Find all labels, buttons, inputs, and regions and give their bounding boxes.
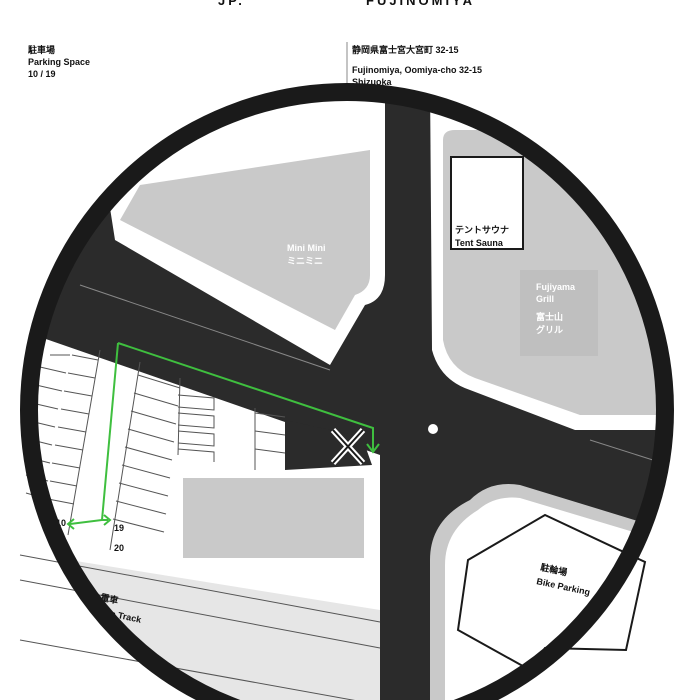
grill-jp-label-1: 富士山 — [536, 311, 563, 322]
prefecture: Shizuoka — [352, 77, 392, 87]
grill-jp-label-2: グリル — [536, 324, 563, 335]
country-code: JP. — [218, 0, 245, 8]
route-arrow-end — [366, 443, 380, 454]
category-jp: 駐車場 — [28, 45, 56, 55]
road-lane-line-right — [589, 439, 665, 476]
bike-parking-building — [456, 513, 647, 672]
map-content: テントサウナ Tent Sauna Fujiyama Grill 富士山 グリル… — [19, 156, 647, 700]
grill-en-label-2: Grill — [536, 294, 554, 304]
category-en: Parking Space — [28, 57, 91, 67]
route-arrow-left — [66, 518, 75, 530]
route-path — [69, 342, 374, 525]
intersection-marker — [428, 424, 438, 434]
address-en: Fujinomiya, Oomiya-cho 32-15 — [352, 65, 483, 75]
map-circle-outline — [20, 83, 674, 700]
tent-sauna-en-label: Tent Sauna — [455, 238, 504, 248]
slot-10-label: 10 — [56, 518, 66, 528]
page-number: 10 / 19 — [28, 69, 56, 79]
block-mini-mini — [120, 150, 370, 330]
route-arrow-right — [103, 514, 112, 526]
category-block: 駐車場 Parking Space 10 / 19 — [28, 44, 90, 80]
lot-building — [183, 478, 364, 558]
slot-20-label: 20 — [114, 543, 124, 553]
road-lane-line — [79, 284, 331, 371]
tent-sauna-jp-label: テントサウナ — [455, 225, 509, 235]
grill-en-label-1: Fujiyama — [536, 282, 576, 292]
slot-19-label: 19 — [114, 523, 124, 533]
dark-building — [285, 420, 372, 470]
fujiyama-grill-building — [520, 270, 598, 356]
mini-mini-en-label: Mini Mini — [287, 243, 326, 253]
mini-mini-jp-label: ミニミニ — [287, 256, 323, 266]
tent-sauna-building — [450, 156, 524, 250]
address-jp: 静岡県富士宮大宮町 32-15 — [352, 45, 459, 55]
destination-x-icon — [330, 427, 366, 466]
city-name: FUJINOMIYA — [366, 0, 475, 8]
